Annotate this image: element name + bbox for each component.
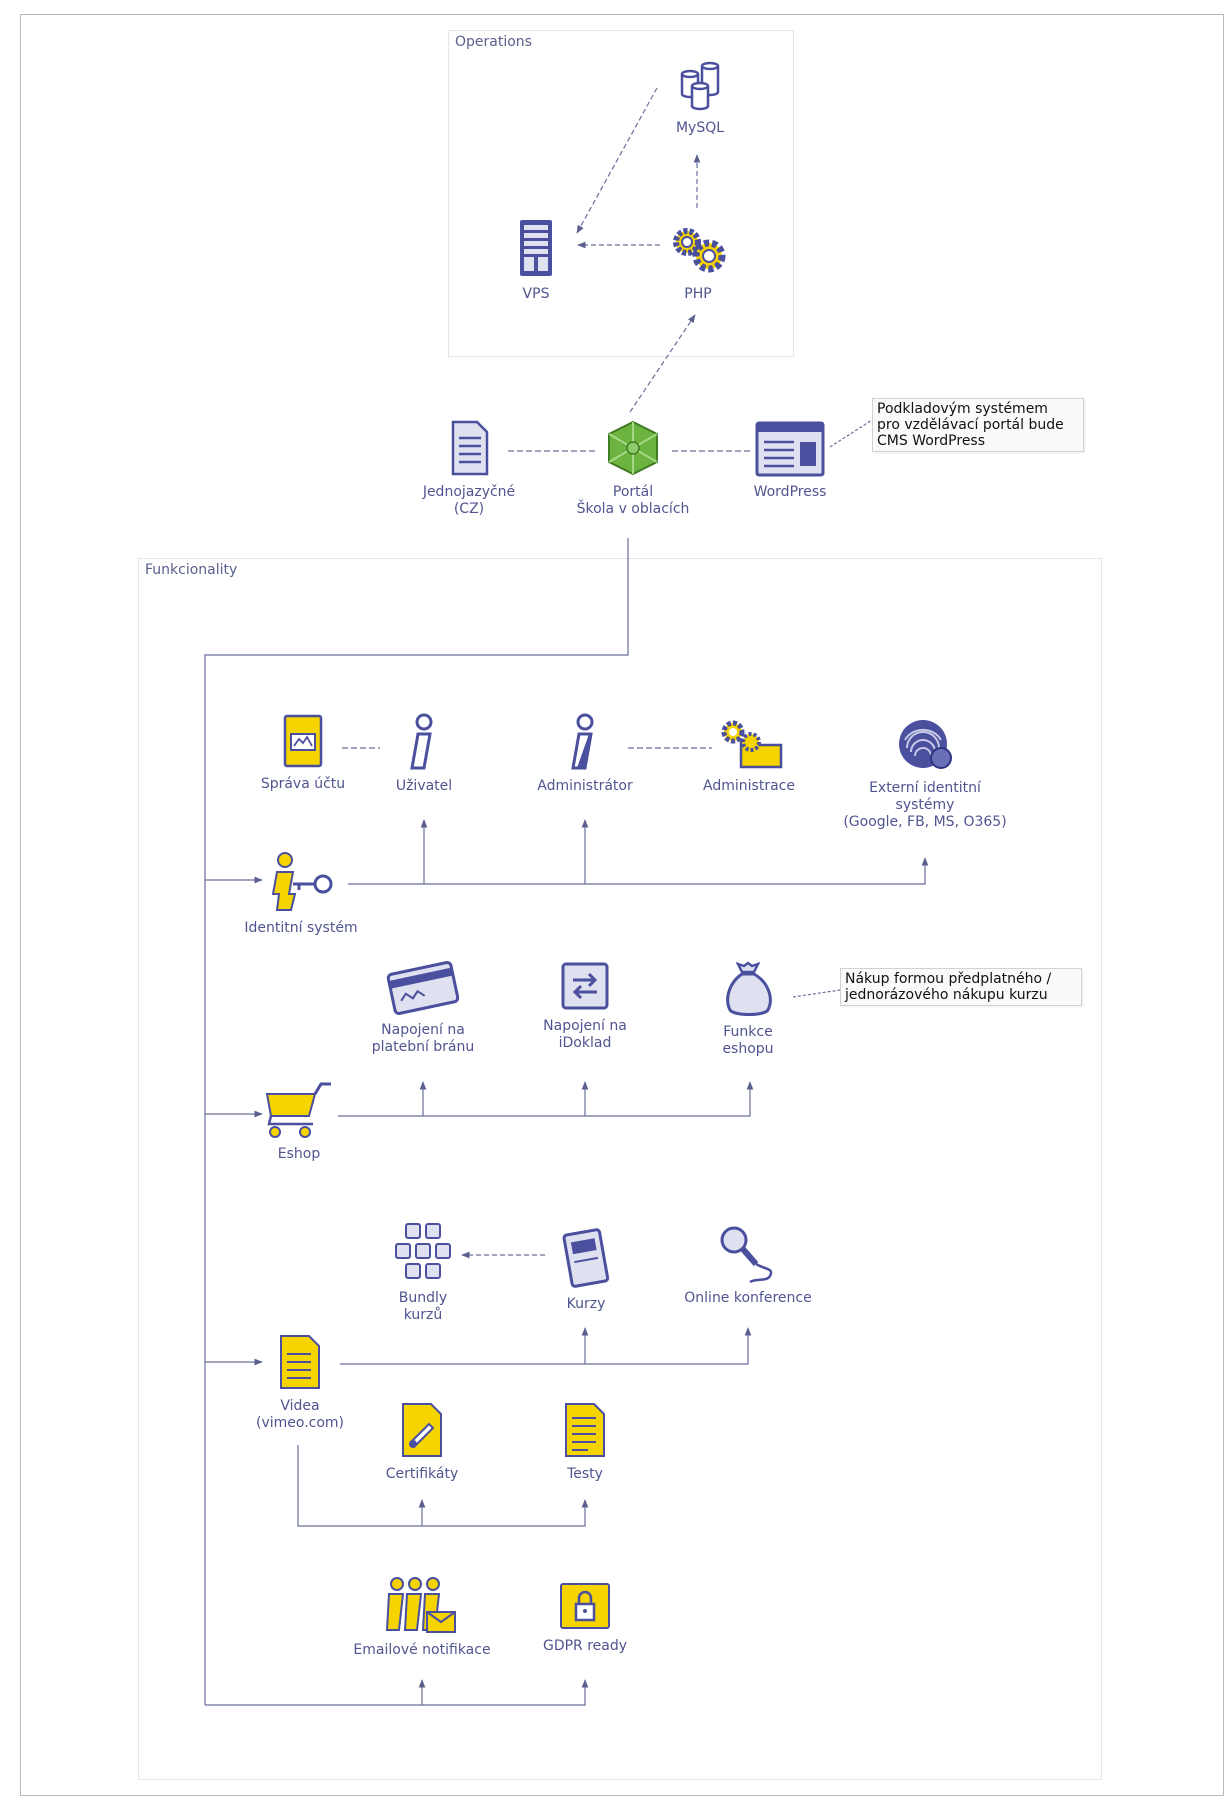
eshop-note: Nákup formou předplatného / jednorázovéh… bbox=[840, 968, 1082, 1006]
node-externi-identitni-label: Externí identitní systémy (Google, FB, M… bbox=[843, 780, 1007, 830]
node-wordpress-label: WordPress bbox=[753, 484, 827, 500]
cubes-icon bbox=[395, 1223, 451, 1279]
group-mail-icon bbox=[385, 1577, 456, 1633]
node-vps[interactable]: VPS bbox=[446, 216, 626, 303]
node-bundly[interactable]: Bundly kurzů bbox=[333, 1222, 513, 1324]
test-document-icon bbox=[565, 1403, 605, 1457]
node-portal-label: Portál Škola v oblacích bbox=[576, 484, 690, 517]
node-emailove-notifikace[interactable]: Emailové notifikace bbox=[332, 1576, 512, 1659]
node-sprava-uctu[interactable]: Správa účtu bbox=[213, 712, 393, 793]
node-administrator-label: Administrátor bbox=[537, 778, 633, 794]
node-wordpress[interactable]: WordPress bbox=[700, 420, 880, 501]
node-bundly-label: Bundly kurzů bbox=[398, 1290, 448, 1323]
node-eshop[interactable]: Eshop bbox=[209, 1080, 389, 1163]
node-kurzy-label: Kurzy bbox=[566, 1296, 606, 1312]
lock-icon bbox=[560, 1583, 610, 1629]
node-certifikaty[interactable]: Certifikáty bbox=[332, 1400, 512, 1483]
video-document-icon bbox=[280, 1335, 320, 1389]
node-gdpr-ready[interactable]: GDPR ready bbox=[495, 1580, 675, 1655]
microphone-icon bbox=[720, 1226, 773, 1284]
node-jednojazycne-label: Jednojazyčné (CZ) bbox=[422, 484, 516, 517]
user-key-icon bbox=[271, 852, 333, 911]
document-icon bbox=[451, 420, 489, 476]
user-icon bbox=[410, 713, 433, 770]
account-card-icon bbox=[283, 714, 323, 768]
browser-window-icon bbox=[755, 421, 825, 477]
node-eshop-label: Eshop bbox=[277, 1146, 321, 1162]
node-mysql-label: MySQL bbox=[675, 120, 725, 136]
puzzle-icon bbox=[608, 420, 658, 476]
node-administrace[interactable]: Administrace bbox=[659, 714, 839, 795]
shopping-cart-icon bbox=[265, 1082, 331, 1138]
node-externi-identitni[interactable]: Externí identitní systémy (Google, FB, M… bbox=[835, 714, 1015, 831]
node-funkce-eshopu-label: Funkce eshopu bbox=[722, 1024, 774, 1057]
wordpress-note: Podkladovým systémem pro vzdělávací port… bbox=[872, 398, 1084, 452]
node-emailove-notifikace-label: Emailové notifikace bbox=[353, 1642, 491, 1658]
node-online-konference[interactable]: Online konference bbox=[658, 1224, 838, 1307]
gears-icon bbox=[673, 228, 726, 273]
node-php-label: PHP bbox=[684, 286, 712, 302]
book-icon bbox=[562, 1228, 610, 1288]
credit-card-icon bbox=[386, 961, 460, 1015]
node-uzivatel-label: Uživatel bbox=[395, 778, 453, 794]
exchange-icon bbox=[561, 962, 609, 1010]
node-videa-label: Videa (vimeo.com) bbox=[255, 1398, 345, 1431]
node-platebni-brana-label: Napojení na platební bránu bbox=[371, 1022, 475, 1055]
node-php[interactable]: PHP bbox=[608, 218, 788, 303]
node-testy[interactable]: Testy bbox=[495, 1400, 675, 1483]
fingerprint-icon bbox=[899, 720, 952, 769]
node-testy-label: Testy bbox=[567, 1466, 603, 1482]
funkcionality-group-label: Funkcionality bbox=[145, 562, 238, 578]
node-idoklad-label: Napojení na iDoklad bbox=[543, 1018, 627, 1051]
node-certifikaty-label: Certifikáty bbox=[385, 1466, 459, 1482]
node-vps-label: VPS bbox=[522, 286, 550, 302]
server-icon bbox=[520, 220, 552, 276]
node-uzivatel[interactable]: Uživatel bbox=[334, 712, 514, 795]
database-icon bbox=[680, 61, 720, 111]
node-mysql[interactable]: MySQL bbox=[610, 54, 790, 137]
node-gdpr-ready-label: GDPR ready bbox=[542, 1638, 628, 1654]
node-funkce-eshopu[interactable]: Funkce eshopu bbox=[658, 958, 838, 1058]
operations-group: Operations bbox=[448, 30, 794, 357]
node-idoklad[interactable]: Napojení na iDoklad bbox=[495, 960, 675, 1052]
node-identitni-system[interactable]: Identitní systém bbox=[211, 850, 391, 937]
money-bag-icon bbox=[726, 961, 772, 1016]
node-videa[interactable]: Videa (vimeo.com) bbox=[210, 1332, 390, 1432]
node-platebni-brana[interactable]: Napojení na platební bránu bbox=[333, 960, 513, 1056]
admin-user-icon bbox=[571, 713, 594, 770]
node-administrator[interactable]: Administrátor bbox=[495, 712, 675, 795]
node-identitni-system-label: Identitní systém bbox=[244, 920, 358, 936]
certificate-icon bbox=[402, 1403, 442, 1457]
node-online-konference-label: Online konference bbox=[684, 1290, 812, 1306]
gears-folder-icon bbox=[721, 720, 783, 769]
operations-group-label: Operations bbox=[455, 34, 532, 50]
node-jednojazycne[interactable]: Jednojazyčné (CZ) bbox=[379, 418, 559, 518]
node-kurzy[interactable]: Kurzy bbox=[496, 1228, 676, 1313]
node-administrace-label: Administrace bbox=[703, 778, 795, 794]
node-sprava-uctu-label: Správa účtu bbox=[260, 776, 346, 792]
node-portal[interactable]: Portál Škola v oblacích bbox=[543, 418, 723, 518]
